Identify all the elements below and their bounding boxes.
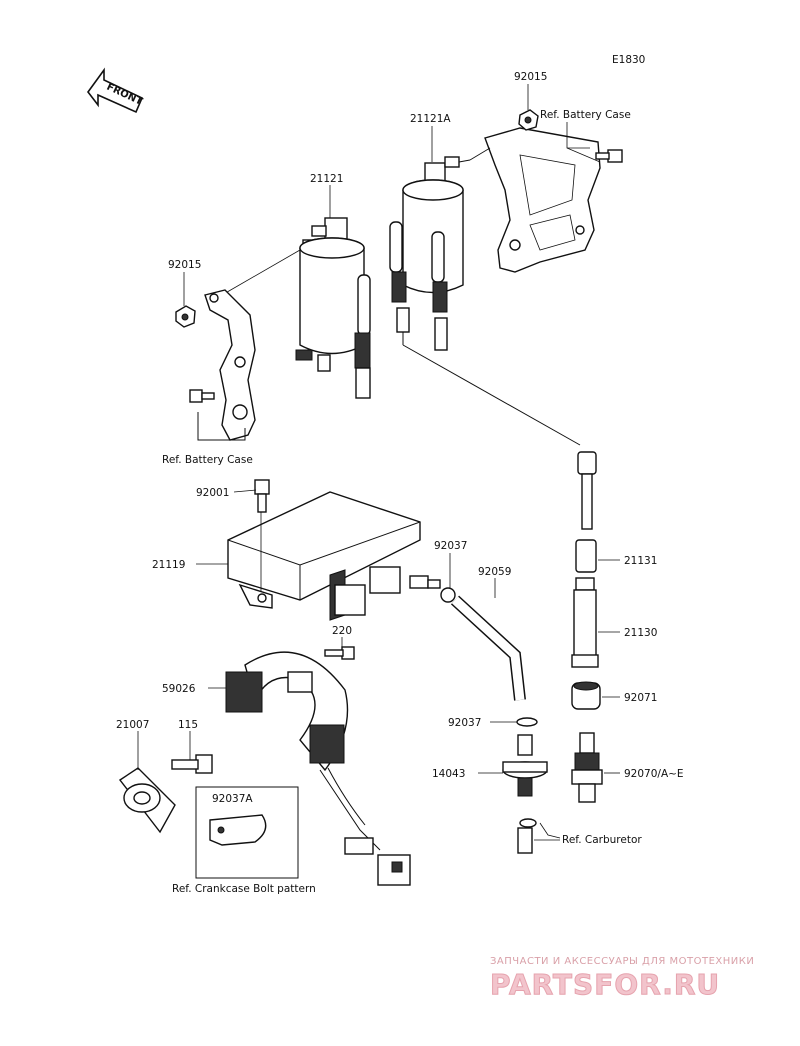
plug-cap-21131: [575, 539, 597, 573]
label-92037A: 92037A: [212, 793, 253, 805]
label-ref-crankcase: Ref. Crankcase Bolt pattern: [172, 883, 316, 895]
connector-92037: [409, 575, 456, 603]
label-92059: 92059: [478, 566, 511, 578]
plug-lead-end: [577, 451, 597, 475]
watermark-tagline: ЗАПЧАСТИ И АКСЕССУАРЫ ДЛЯ МОТОТЕХНИКИ: [490, 956, 754, 967]
bolt-220: [324, 646, 355, 660]
ignition-coil-21121: [295, 217, 371, 399]
label-92037-lower: 92037: [448, 717, 481, 729]
label-92015-top: 92015: [514, 71, 547, 83]
label-21007: 21007: [116, 719, 149, 731]
ignition-coil-21121A: [389, 156, 471, 351]
ic-igniter-21119: [227, 491, 421, 621]
clamp-92037A-box: [195, 786, 299, 879]
battery-case-bracket-right: [484, 127, 601, 273]
label-92037-upper: 92037: [434, 540, 467, 552]
pickup-coil-59026: [225, 651, 411, 886]
bolt-115: [171, 754, 213, 774]
label-92070: 92070/A~E: [624, 768, 684, 780]
label-14043: 14043: [432, 768, 465, 780]
label-ref-battery-case-top: Ref. Battery Case: [540, 109, 631, 121]
diagram-code: E1830: [612, 54, 645, 66]
ring-92071: [571, 681, 601, 710]
plug-cap-21130: [571, 577, 599, 668]
label-ref-battery-case-left: Ref. Battery Case: [162, 454, 253, 466]
label-220: 220: [332, 625, 352, 637]
fitting-14043: [502, 734, 548, 797]
nut-92015-top: [518, 109, 539, 131]
rotor-21007: [118, 767, 176, 834]
label-21131: 21131: [624, 555, 657, 567]
bolt-left: [189, 389, 215, 403]
bolt-92001: [254, 479, 270, 513]
label-92071: 92071: [624, 692, 657, 704]
label-21121A: 21121A: [410, 113, 451, 125]
battery-case-bracket-left: [204, 289, 256, 441]
clip-92037-lower: [516, 717, 538, 727]
label-ref-carburetor: Ref. Carburetor: [562, 834, 642, 846]
watermark-logo: PARTSFOR.RU: [490, 968, 720, 1001]
label-21121: 21121: [310, 173, 343, 185]
spark-plug-92070: [571, 732, 603, 803]
front-arrow-icon: FRONT: [87, 67, 144, 114]
label-21119: 21119: [152, 559, 185, 571]
nut-92015-left: [175, 305, 196, 328]
label-21130: 21130: [624, 627, 657, 639]
label-115: 115: [178, 719, 198, 731]
bolt-top-right: [595, 149, 623, 163]
label-92001: 92001: [196, 487, 229, 499]
label-92015-left: 92015: [168, 259, 201, 271]
label-59026: 59026: [162, 683, 196, 695]
